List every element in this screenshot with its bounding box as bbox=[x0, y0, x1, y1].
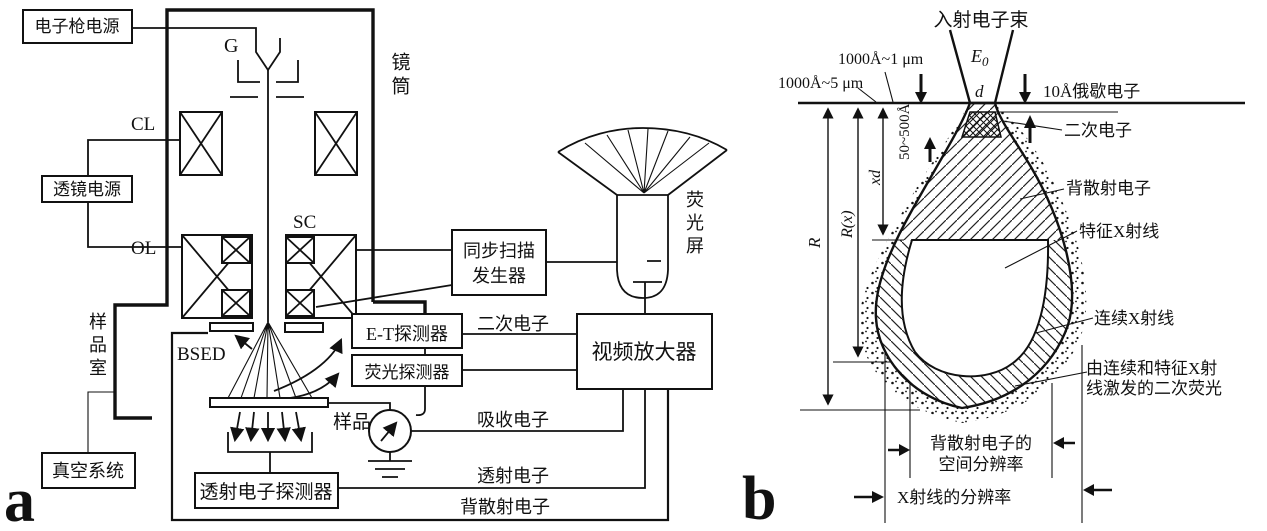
thick-depth-arrows bbox=[915, 74, 1036, 162]
bsed-arrow bbox=[234, 334, 253, 350]
crt-fan-rays bbox=[584, 128, 710, 194]
electron-range-label: 1000Å~5 μm bbox=[778, 74, 864, 92]
lens-power-box bbox=[41, 175, 133, 203]
fluorescence-label-2: 线激发的二次荧光 bbox=[1086, 379, 1222, 398]
xd-label: xd bbox=[867, 169, 884, 186]
depth-dimension-arrows bbox=[822, 107, 889, 406]
bsed-plate bbox=[209, 322, 254, 332]
incident-beam-label: 入射电子束 bbox=[933, 9, 1028, 31]
sample-to-meter-wire bbox=[328, 402, 391, 410]
gun-g-label: G bbox=[224, 35, 238, 57]
beam-diameter-label: d bbox=[975, 82, 984, 101]
scan-generator-label-2: 发生器 bbox=[472, 266, 526, 286]
r-label: R bbox=[805, 237, 824, 249]
secondary-electron-arrow bbox=[273, 338, 343, 392]
range-leader-lines bbox=[857, 71, 894, 103]
sample-label: 样品 bbox=[333, 411, 371, 433]
beam-energy-label: E0 bbox=[970, 46, 989, 69]
specimen-current-meter bbox=[368, 409, 412, 478]
scan-generator-wires bbox=[315, 249, 453, 308]
backscattered-electron-label: 背散射电子 bbox=[460, 497, 550, 517]
xray-resolution-label: X射线的分辨率 bbox=[897, 488, 1011, 507]
anode-plates bbox=[237, 60, 299, 83]
fluor-detector-label: 荧光探测器 bbox=[365, 363, 450, 382]
column-label: 镜筒 bbox=[389, 52, 411, 100]
secondary-electron-label-b: 二次电子 bbox=[1064, 121, 1132, 140]
vacuum-wire bbox=[87, 391, 115, 453]
fluorescence-label-1: 由连续和特征X射 bbox=[1086, 359, 1217, 378]
video-amplifier-label: 视频放大器 bbox=[592, 340, 697, 364]
continuous-xray-label: 连续X射线 bbox=[1094, 309, 1174, 328]
scan-coil-assembly bbox=[285, 234, 357, 319]
crt-display bbox=[557, 127, 728, 314]
gun-power-label: 电子枪电源 bbox=[35, 17, 120, 36]
bse-resolution-label-2: 空间分辨率 bbox=[939, 455, 1024, 474]
panel-a-sem-column: 电子枪电源 透镜电源 真空系统 同步扫描 发生器 E-T探测器 荧光探测器 视频… bbox=[4, 8, 728, 531]
chamber-label: 样品室 bbox=[87, 312, 107, 381]
scattered-rays bbox=[227, 321, 313, 399]
panel-b-interaction-volume: 入射电子束 E0 1000Å~1 μm 1000Å~5 μm d 10Å俄歇电子… bbox=[742, 9, 1245, 531]
bse-resolution-label-1: 背散射电子的 bbox=[930, 434, 1032, 453]
gun-supply-wire bbox=[132, 27, 257, 38]
condenser-lens-coils bbox=[179, 111, 358, 176]
objective-lens-assembly bbox=[181, 234, 253, 319]
backscatter-region-hatch bbox=[896, 103, 1063, 240]
scan-generator-box bbox=[451, 229, 547, 296]
crt-deflection bbox=[633, 260, 662, 314]
characteristic-xray-region bbox=[900, 239, 1050, 378]
dimension-ticks bbox=[800, 239, 920, 411]
cl-label: CL bbox=[131, 114, 155, 135]
characteristic-xray-label: 特征X射线 bbox=[1079, 222, 1159, 241]
secondary-electron-neck bbox=[960, 111, 1002, 138]
tem-detector-label: 透射电子探测器 bbox=[199, 481, 332, 503]
fluorescence-arrow bbox=[280, 372, 340, 400]
label-leaders bbox=[1002, 120, 1094, 387]
vacuum-label: 真空系统 bbox=[52, 461, 124, 481]
lens-power-wires bbox=[87, 139, 182, 248]
sample-stage bbox=[209, 397, 329, 408]
xray-range-label: 1000Å~1 μm bbox=[838, 50, 924, 68]
transmitted-signal-wire bbox=[338, 389, 646, 489]
rx-label: R(x) bbox=[839, 210, 856, 239]
filament bbox=[255, 38, 281, 72]
panel-a-letter: a bbox=[4, 467, 35, 531]
column-wall bbox=[113, 8, 375, 420]
video-amplifier-box bbox=[576, 313, 713, 390]
fluor-detector-box bbox=[351, 354, 463, 387]
sc-label: SC bbox=[293, 212, 316, 233]
interaction-volume-outline bbox=[874, 101, 1074, 410]
absorbed-electron-label: 吸收电子 bbox=[477, 410, 549, 430]
secondary-electron-label: 二次电子 bbox=[477, 314, 549, 334]
se-depth-label: 50~500Å bbox=[897, 103, 913, 160]
gun-power-box bbox=[22, 9, 133, 44]
vacuum-box bbox=[41, 452, 136, 489]
tem-detector-box bbox=[194, 472, 339, 509]
ol-label: OL bbox=[131, 238, 156, 259]
et-detector-box bbox=[351, 313, 463, 349]
transmitted-electron-arrows bbox=[230, 411, 306, 443]
ground-symbol bbox=[368, 460, 412, 478]
final-aperture-plate bbox=[284, 322, 324, 333]
scan-generator-label-1: 同步扫描 bbox=[463, 241, 535, 261]
screen-label: 荧光屏 bbox=[684, 190, 704, 259]
incident-beam-lines bbox=[948, 29, 1015, 104]
column-to-detector-link bbox=[373, 300, 427, 313]
resolution-boundary-lines bbox=[884, 345, 1083, 523]
bsed-label: BSED bbox=[177, 344, 226, 365]
backscattered-label-b: 背散射电子 bbox=[1066, 179, 1151, 198]
transmitted-electron-label: 透射电子 bbox=[477, 466, 549, 486]
lens-power-label: 透镜电源 bbox=[53, 180, 121, 199]
sample-chamber-outline bbox=[170, 331, 670, 522]
et-detector-label: E-T探测器 bbox=[366, 324, 448, 344]
resolution-arrows bbox=[854, 437, 1112, 503]
light-pipe-hook bbox=[415, 386, 426, 417]
panel-b-letter: b bbox=[742, 465, 776, 531]
absorbed-signal-wire bbox=[411, 389, 624, 432]
auger-electron-label: 10Å俄歇电子 bbox=[1043, 82, 1140, 101]
